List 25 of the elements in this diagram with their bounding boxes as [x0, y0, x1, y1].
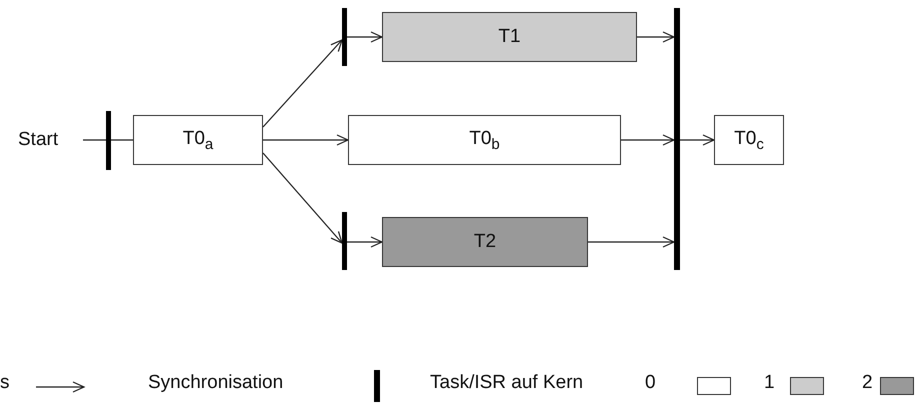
- task-box: T0$_{c}$: [714, 115, 784, 165]
- arrow: [263, 134, 349, 146]
- sync-bar: [342, 8, 347, 66]
- sync-bar: [106, 111, 111, 170]
- sync-bar: [674, 8, 680, 270]
- task-box: T2: [382, 217, 588, 267]
- legend-label: s: [0, 372, 10, 394]
- legend-label: Synchronisation: [148, 372, 284, 394]
- task-box: T1: [382, 12, 637, 62]
- arrow: [621, 134, 675, 146]
- arrow: [347, 236, 383, 248]
- arrow: [680, 134, 715, 146]
- arrow: [262, 39, 343, 128]
- legend-label: 1: [764, 372, 775, 394]
- sync-bar: [342, 212, 347, 270]
- arrow: [588, 236, 675, 248]
- legend-label: 0: [645, 372, 656, 394]
- legend-heading: Task/ISR auf Kern: [430, 372, 584, 394]
- task-box: T0$_{a}$: [133, 115, 263, 165]
- start-label: Start: [18, 129, 58, 151]
- arrow: [262, 152, 343, 244]
- task-box: T0$_{b}$: [348, 115, 621, 165]
- legend-label: 2: [862, 372, 873, 394]
- arrow: [347, 31, 383, 43]
- arrow: [637, 31, 675, 43]
